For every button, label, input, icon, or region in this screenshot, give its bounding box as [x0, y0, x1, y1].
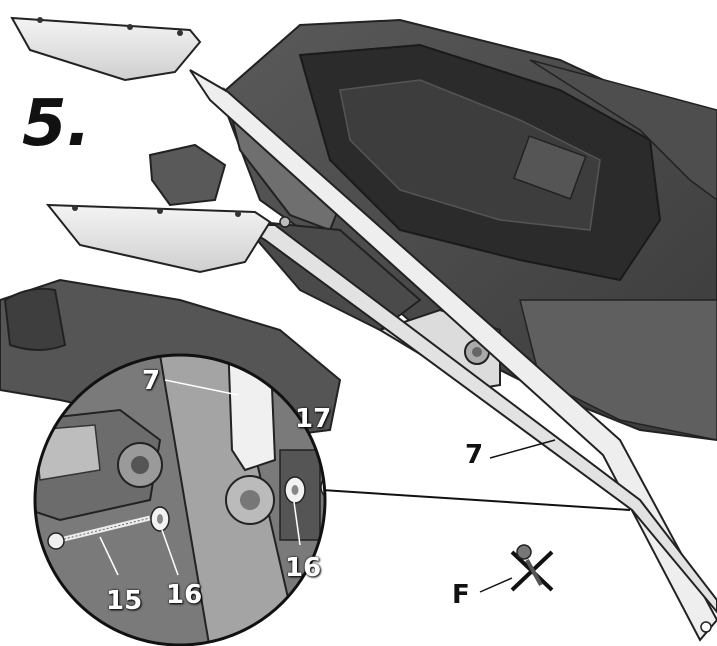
callout-15: 15	[106, 586, 143, 616]
leader-16-left	[161, 529, 179, 576]
callout-7-main: 7	[465, 440, 484, 470]
tool-f-icon	[479, 544, 554, 593]
leader-16-right	[293, 501, 301, 546]
magnifier-detail	[33, 353, 327, 646]
under-seat-compartment	[339, 79, 601, 231]
callout-16-right: 16	[285, 553, 322, 583]
bar-end-hole	[700, 621, 712, 633]
frame-pivot	[3, 287, 67, 351]
magnifier-leader-line	[321, 489, 631, 511]
callout-17: 17	[295, 404, 332, 434]
callout-16-left: 16	[166, 580, 203, 610]
callout-7-zoom: 7	[142, 366, 161, 396]
side-rack-bar	[189, 69, 717, 642]
screw-head	[47, 532, 65, 550]
seat-cushion	[529, 59, 717, 201]
leader-7-zoom	[164, 379, 239, 396]
callout-f: F	[452, 580, 470, 610]
tail-lower-cover	[519, 299, 717, 441]
turn-signal	[148, 143, 227, 207]
leader-7-main	[489, 439, 556, 459]
nut	[320, 475, 325, 499]
tail-bodywork	[218, 18, 717, 442]
leader-15	[99, 536, 119, 576]
step-number: 5.	[22, 87, 91, 161]
footpeg-rubber	[35, 424, 101, 481]
grab-pad-top	[10, 16, 202, 82]
magnifier-border	[33, 353, 327, 646]
grab-pad-front	[45, 203, 291, 274]
